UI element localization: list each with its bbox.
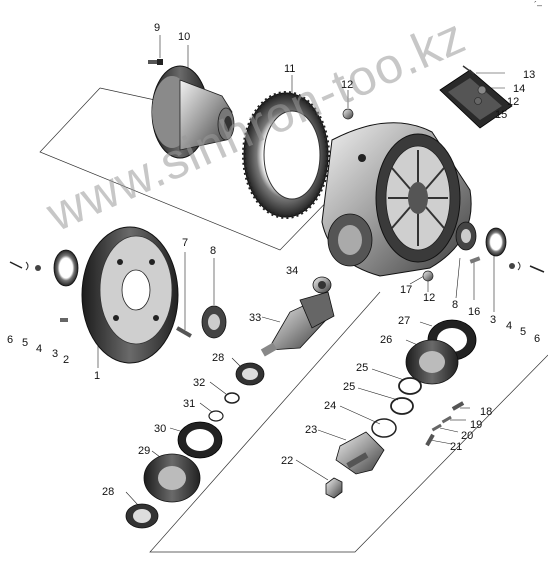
pinion-33-part (260, 291, 335, 357)
yoke-23-part (335, 431, 385, 475)
nut-12-part (342, 108, 354, 120)
fasteners-left-part (9, 261, 68, 322)
nut-12-lower-part (422, 270, 434, 282)
callout-5-left: 5 (22, 337, 29, 349)
callout-25-upper: 25 (356, 362, 369, 374)
callout-6-left: 6 (7, 334, 14, 346)
callout-8-left: 8 (210, 245, 217, 257)
callout-30: 30 (154, 423, 167, 435)
bolt-9-part (148, 59, 163, 65)
ring-31-part (208, 410, 224, 422)
callout-5-right: 5 (520, 326, 527, 338)
callout-27: 27 (398, 315, 411, 327)
bearing-cage-29-part (143, 453, 201, 503)
seal-3-right-part (485, 227, 507, 257)
callout-14: 14 (513, 83, 526, 95)
callout-20: 20 (461, 430, 474, 442)
callout-18: 18 (480, 406, 493, 418)
callout-19: 19 (470, 419, 483, 431)
flange-1-part (81, 226, 179, 364)
callout-15: 15 (495, 109, 508, 121)
callout-33: 33 (249, 312, 262, 324)
ring-24-part (371, 418, 397, 438)
bearing-8-left-part (201, 305, 227, 339)
callout-12-lower: 12 (423, 292, 436, 304)
callout-29: 29 (138, 445, 151, 457)
callout-3-left: 3 (52, 348, 59, 360)
bearing-34-part (312, 276, 332, 294)
ring-32-part (224, 392, 240, 404)
callout-7: 7 (182, 237, 189, 249)
bearing-8-right-part (455, 221, 477, 251)
callout-16: 16 (468, 306, 481, 318)
callout-31: 31 (183, 398, 196, 410)
differential-housing-10-part (151, 65, 235, 159)
callout-23: 23 (305, 424, 318, 436)
callout-12-top: 12 (341, 79, 354, 91)
callout-4-left: 4 (36, 343, 43, 355)
fasteners-right-part (509, 261, 545, 273)
axle-housing-part (321, 122, 472, 277)
callout-21: 21 (450, 441, 463, 453)
bearing-28-upper-part (235, 362, 265, 386)
callout-2: 2 (63, 354, 70, 366)
callout-28-lower: 28 (102, 486, 115, 498)
callout-24: 24 (324, 400, 337, 412)
pin-16-part (469, 256, 481, 264)
seal-2-left-part (53, 249, 79, 287)
callout-12-plate: 12 (507, 96, 520, 108)
bearing-cage-26-part (405, 339, 459, 385)
assembly-frame-lines (39, 87, 548, 553)
gasket-30-part (177, 421, 223, 459)
stud-7-part (176, 326, 192, 338)
crown-gear-11-part (242, 91, 330, 219)
callout-10: 10 (178, 31, 191, 43)
bearing-28-lower-part (125, 503, 159, 529)
corner-mark: ´– (533, 0, 542, 10)
callout-25-lower: 25 (343, 381, 356, 393)
callout-17: 17 (400, 284, 413, 296)
callout-1: 1 (94, 370, 101, 382)
callout-8-right: 8 (452, 299, 459, 311)
cover-plate-15-part (439, 65, 513, 129)
callout-34: 34 (286, 265, 299, 277)
callout-11: 11 (284, 63, 296, 75)
callout-13: 13 (523, 69, 536, 81)
pins-18-21-part (425, 401, 465, 447)
callout-9: 9 (154, 22, 161, 34)
callout-22: 22 (281, 455, 294, 467)
callout-3-right: 3 (490, 314, 497, 326)
callout-32: 32 (193, 377, 206, 389)
callout-28-upper: 28 (212, 352, 225, 364)
callout-26: 26 (380, 334, 393, 346)
rings-25-part (390, 377, 422, 415)
callout-4-right: 4 (506, 320, 513, 332)
callout-6-right: 6 (534, 333, 541, 345)
nut-22-part (325, 477, 343, 499)
